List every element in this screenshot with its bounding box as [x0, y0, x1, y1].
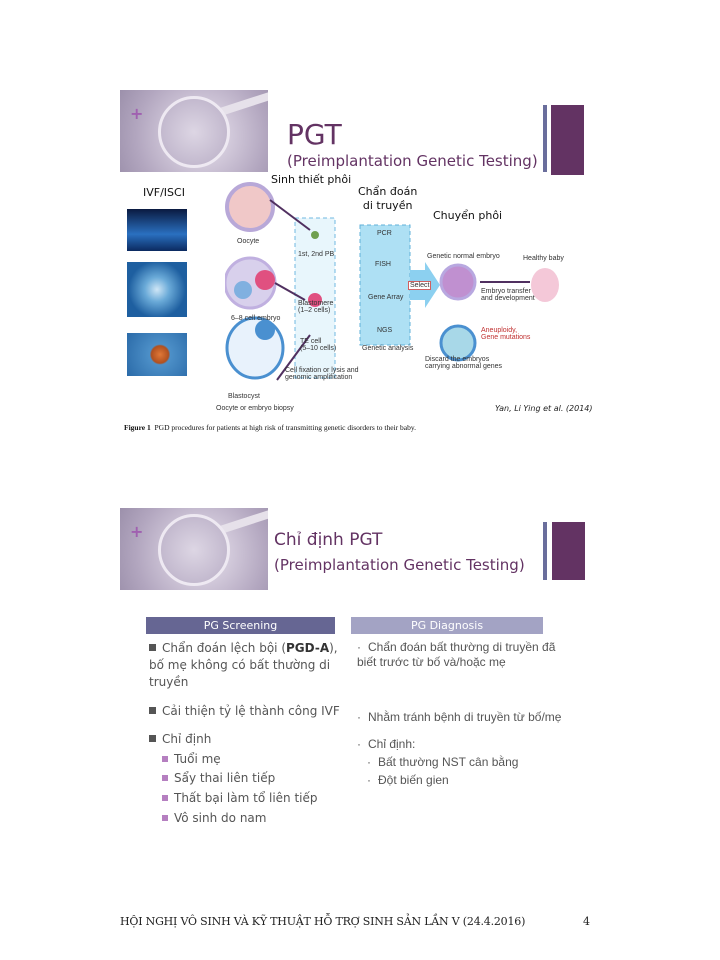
screening-header: PG Screening [146, 617, 335, 634]
item-text: Chẩn đoán bất thường di truyền đã biết t… [357, 640, 556, 669]
diagnosis-item: ·Chỉ định: [357, 737, 416, 751]
abnormal-embryo-shape [439, 324, 477, 362]
item-text: Cải thiện tỷ lệ thành công IVF [162, 704, 340, 718]
label-ivf: IVF/ISCI [143, 186, 185, 199]
ivf-photo-dish [127, 209, 187, 251]
fig-label: Oocyte or embryo biopsy [216, 405, 294, 412]
header-image: + [120, 508, 268, 590]
item-text: Sẩy thai liên tiếp [174, 771, 276, 785]
screening-subitem: Vô sinh do nam [162, 810, 266, 827]
label-diagnosis: Chẩn đoán di truyền [358, 185, 418, 212]
screening-item: Chỉ định [149, 731, 211, 748]
fig-label: Cell fixation or lysis and genomic ampli… [285, 367, 359, 381]
normal-embryo-shape [439, 263, 477, 301]
screening-subitem: Thất bại làm tổ liên tiếp [162, 790, 318, 807]
diagnosis-header: PG Diagnosis [351, 617, 543, 634]
diagnosis-subitem: ·Đột biến gien [367, 773, 449, 787]
item-text: Chẩn đoán lệch bội ( [162, 641, 287, 655]
slide-title: PGT [287, 118, 342, 151]
screening-item: Chẩn đoán lệch bội (PGD-A), bố mẹ không … [149, 640, 349, 691]
oocyte-shape [225, 182, 275, 232]
fig-label: 1st, 2nd PB [298, 251, 335, 258]
fig-label: Discard the embryos carrying abnormal ge… [425, 356, 503, 370]
accent-bar-thin [543, 522, 547, 580]
item-text: Nhằm tránh bệnh di truyền từ bố/mẹ [368, 710, 562, 724]
item-text: Tuổi mẹ [174, 752, 221, 766]
icsi-photo [127, 333, 187, 376]
select-tag: Select [408, 281, 432, 290]
fig-method: PCR [377, 230, 392, 237]
fig-method: FISH [375, 261, 391, 268]
diagnosis-item: ·Chẩn đoán bất thường di truyền đã biết … [357, 640, 556, 669]
screening-subitem: Tuổi mẹ [162, 751, 221, 768]
diagnosis-item: ·Nhằm tránh bệnh di truyền từ bố/mẹ [357, 710, 562, 724]
slide-title: Chỉ định PGT [274, 530, 383, 550]
fig-method: NGS [377, 327, 393, 334]
plus-icon: + [130, 104, 144, 123]
slide-subtitle: (Preimplantation Genetic Testing) [274, 556, 525, 574]
item-text: Bất thường NST cân bằng [378, 755, 519, 769]
diagnosis-subitem: ·Bất thường NST cân bằng [367, 755, 519, 769]
fig-label: 6–8 cell embryo [231, 315, 281, 322]
caption-label: Figure 1 [124, 423, 151, 432]
bullet-icon [162, 756, 168, 762]
citation: Yan, Li Ying et al. (2014) [495, 404, 593, 413]
fig-label: TE cell (5–10 cells) [300, 338, 337, 352]
fig-label: Aneuploidy, Gene mutations [481, 327, 531, 341]
header-image: + [120, 90, 268, 172]
baby-shape [531, 268, 559, 302]
caption-text: PGD procedures for patients at high risk… [154, 423, 417, 432]
slide-subtitle: (Preimplantation Genetic Testing) [287, 152, 538, 170]
fig-method: Gene Array [368, 294, 404, 301]
screening-item: Cải thiện tỷ lệ thành công IVF [149, 703, 340, 720]
bullet-icon [149, 735, 156, 742]
bullet-icon [162, 795, 168, 801]
fig-label: Genetic analysis [362, 345, 414, 352]
fig-label: Oocyte [237, 238, 260, 245]
fig-label: Embryo transfer and development [481, 288, 535, 302]
item-text: Chỉ định [162, 732, 212, 746]
accent-bar-thick [551, 105, 584, 175]
accent-bar-thin [543, 105, 547, 172]
ivf-photo-egg [127, 262, 187, 317]
item-text: Vô sinh do nam [174, 811, 267, 825]
label-biopsy: Sinh thiết phôi [271, 173, 352, 186]
fig-label: Genetic normal embryo [427, 253, 500, 260]
page-number: 4 [583, 915, 590, 928]
blastocyst-shape [225, 316, 285, 380]
bullet-icon [162, 815, 168, 821]
fig-label: Healthy baby [523, 255, 564, 262]
item-text: Thất bại làm tổ liên tiếp [174, 791, 318, 805]
figure-caption: Figure 1 PGD procedures for patients at … [124, 423, 416, 432]
fig-label: Blastomere (1–2 cells) [298, 300, 334, 314]
bullet-icon [149, 644, 156, 651]
accent-bar-thick [552, 522, 585, 580]
pgd-figure [225, 182, 559, 381]
item-text: Chỉ định: [368, 737, 416, 751]
label-transfer: Chuyển phôi [433, 209, 503, 222]
item-text: Đột biến gien [378, 773, 449, 787]
bullet-icon [162, 775, 168, 781]
screening-subitem: Sẩy thai liên tiếp [162, 770, 275, 787]
plus-icon: + [130, 522, 144, 541]
item-bold: PGD-A [286, 641, 330, 655]
item-text: ), bố mẹ không có bất thường di truyền [149, 641, 338, 689]
bullet-icon [149, 707, 156, 714]
fig-label: Blastocyst [228, 393, 260, 400]
footer-text: HỘI NGHỊ VÔ SINH VÀ KỸ THUẬT HỖ TRỢ SINH… [120, 915, 526, 928]
analysis-box [359, 224, 411, 346]
